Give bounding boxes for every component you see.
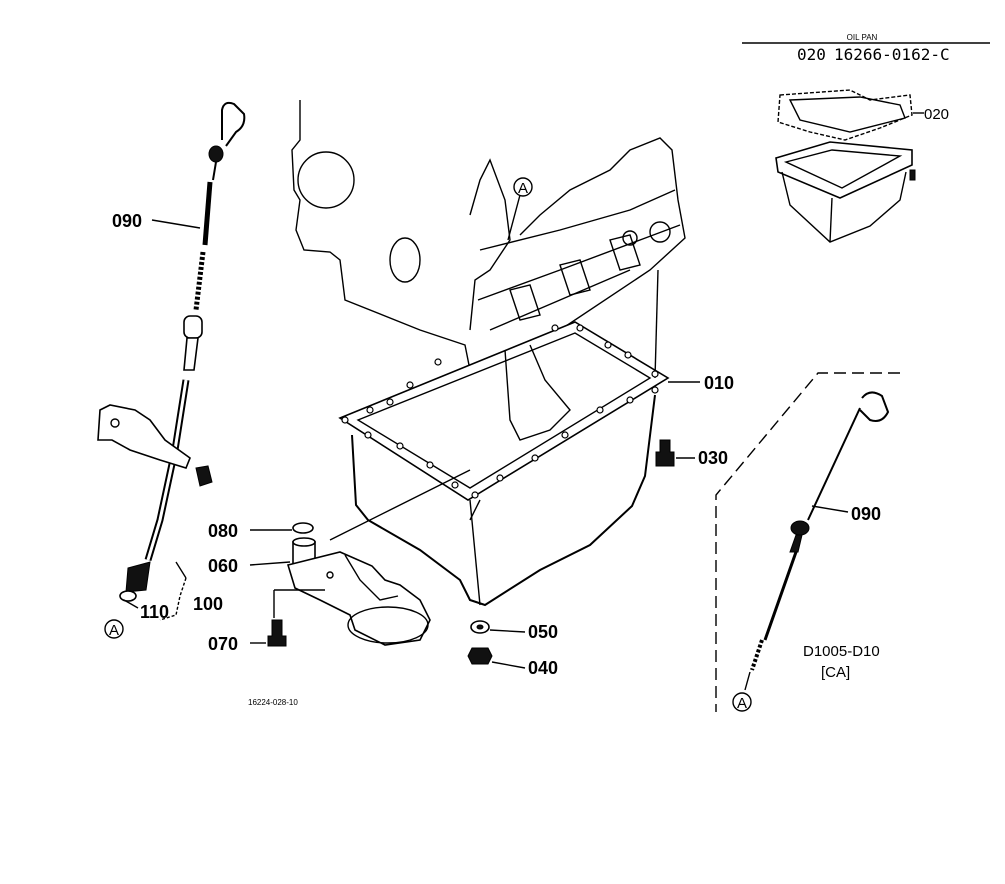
marker-a-left: A: [109, 622, 119, 639]
callout-020: 020: [924, 106, 949, 123]
header: OIL PAN 020 16266-0162-C: [742, 33, 990, 64]
header-ref-number: 020: [797, 45, 826, 64]
thumbnail-oil-pan: 020: [775, 89, 949, 243]
callout-070: 070: [208, 634, 238, 654]
variant-model: D1005-D10: [803, 643, 880, 660]
callout-030: 030: [698, 448, 728, 468]
engine-block-drawing: A: [291, 100, 686, 371]
oil-pan-drawing: 010: [338, 269, 734, 607]
header-caption: OIL PAN: [847, 33, 878, 42]
drain-plug-drawing: 030: [655, 439, 728, 468]
callout-100: 100: [193, 594, 223, 614]
drain-washer: 050: [470, 620, 558, 642]
callout-080: 080: [208, 521, 238, 541]
callout-060: 060: [208, 556, 238, 576]
callout-090-left: 090: [112, 211, 142, 231]
variant-inset: 090 A D1005-D10 [CA]: [715, 372, 900, 712]
drain-plug-040: 040: [467, 647, 558, 678]
callout-110: 110: [140, 602, 169, 622]
marker-a-top: A: [518, 180, 528, 197]
variant-spec: [CA]: [821, 664, 850, 681]
drawing-code: 16224-028-10: [248, 698, 298, 707]
callout-090-right: 090: [851, 504, 881, 524]
pan-bolt-holes: [341, 324, 659, 499]
oil-strainer-drawing: 080 060 070: [208, 469, 471, 654]
header-part-number: 16266-0162-C: [834, 45, 950, 64]
callout-050: 050: [528, 622, 558, 642]
callout-040: 040: [528, 658, 558, 678]
marker-a-right: A: [737, 695, 747, 712]
dipstick-drawing: 090 100 110 A: [97, 101, 246, 639]
callout-010: 010: [704, 373, 734, 393]
